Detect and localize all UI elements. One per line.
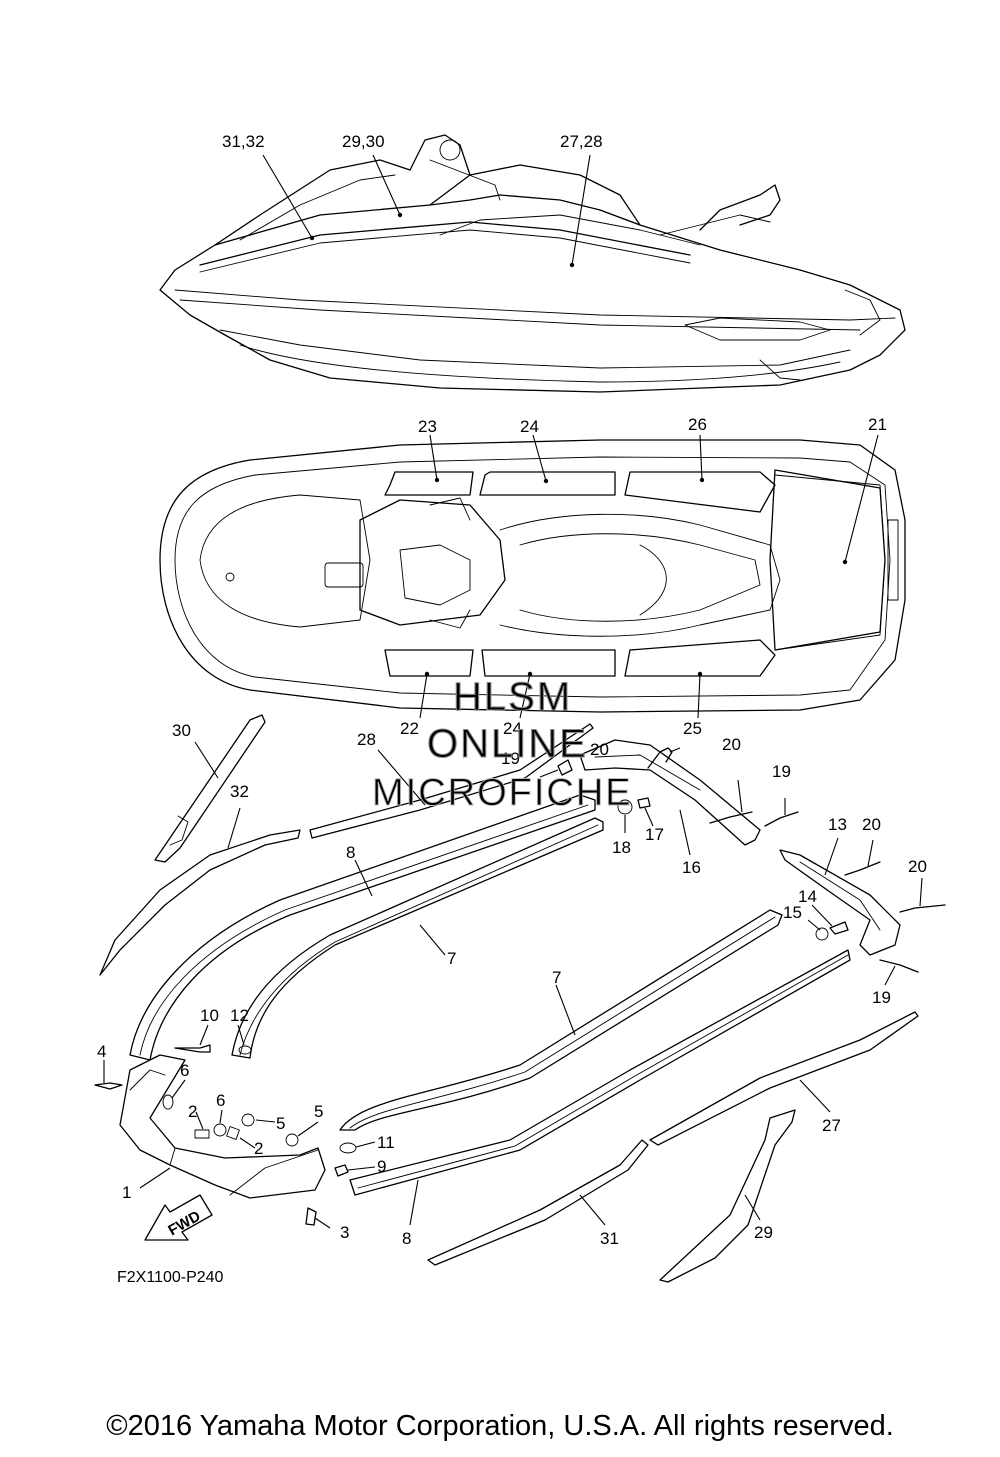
callout-12: 12 — [230, 1006, 249, 1025]
callout-22: 22 — [400, 719, 419, 738]
watermark: HLSM ONLINE MICROFICHE — [372, 674, 633, 814]
callout-7-top: 7 — [447, 949, 456, 968]
side-view-watercraft — [159, 134, 906, 393]
watermark-line-3: MICROFICHE — [372, 772, 633, 814]
callout-13: 13 — [828, 815, 847, 834]
callout-3: 3 — [340, 1223, 349, 1242]
callout-19-b: 19 — [772, 762, 791, 781]
callout-1: 1 — [122, 1183, 131, 1202]
callout-32: 32 — [230, 782, 249, 801]
callout-23: 23 — [418, 417, 437, 436]
watermark-line-1: HLSM — [453, 675, 572, 719]
callout-24-bottom: 24 — [503, 719, 522, 738]
callout-4: 4 — [97, 1042, 106, 1061]
callout-20-c: 20 — [862, 815, 881, 834]
callout-2-a: 2 — [188, 1102, 197, 1121]
callout-8-bottom: 8 — [402, 1229, 411, 1248]
callout-14: 14 — [798, 887, 817, 906]
callout-16: 16 — [682, 858, 701, 877]
callout-10: 10 — [200, 1006, 219, 1025]
callout-7-mid: 7 — [552, 968, 561, 987]
callout-19-c: 19 — [872, 988, 891, 1007]
callout-28: 28 — [357, 730, 376, 749]
callout-30: 30 — [172, 721, 191, 740]
exploded-parts: FWD — [94, 714, 946, 1283]
callout-17: 17 — [645, 825, 664, 844]
diagram-code: F2X1100-P240 — [117, 1269, 224, 1286]
copyright-notice: ©2016 Yamaha Motor Corporation, U.S.A. A… — [106, 1410, 894, 1442]
callout-8-top: 8 — [346, 843, 355, 862]
callout-21: 21 — [868, 415, 887, 434]
callout-31: 31 — [600, 1229, 619, 1248]
callout-6-a: 6 — [180, 1061, 189, 1080]
callout-25: 25 — [683, 719, 702, 738]
callout-24-top: 24 — [520, 417, 539, 436]
callout-29: 29 — [754, 1223, 773, 1242]
callout-20-a: 20 — [590, 740, 609, 759]
callout-19-a: 19 — [501, 749, 520, 768]
callout-6-b: 6 — [216, 1091, 225, 1110]
callout-27-28: 27,28 — [560, 132, 603, 151]
callout-20-d: 20 — [908, 857, 927, 876]
callout-5-a: 5 — [276, 1114, 285, 1133]
callout-18: 18 — [612, 838, 631, 857]
callout-9: 9 — [377, 1157, 386, 1176]
callout-5-b: 5 — [314, 1102, 323, 1121]
callout-2-b: 2 — [254, 1139, 263, 1158]
callout-numbers: 31,32 29,30 27,28 23 24 26 21 22 24 25 3… — [97, 132, 927, 1248]
watermark-line-2: ONLINE — [427, 722, 588, 766]
callout-31-32: 31,32 — [222, 132, 265, 151]
top-view-watercraft — [159, 434, 906, 719]
callout-26: 26 — [688, 415, 707, 434]
callout-15: 15 — [783, 903, 802, 922]
callout-20-b: 20 — [722, 735, 741, 754]
callout-29-30: 29,30 — [342, 132, 385, 151]
callout-27: 27 — [822, 1116, 841, 1135]
callout-11: 11 — [377, 1133, 395, 1152]
